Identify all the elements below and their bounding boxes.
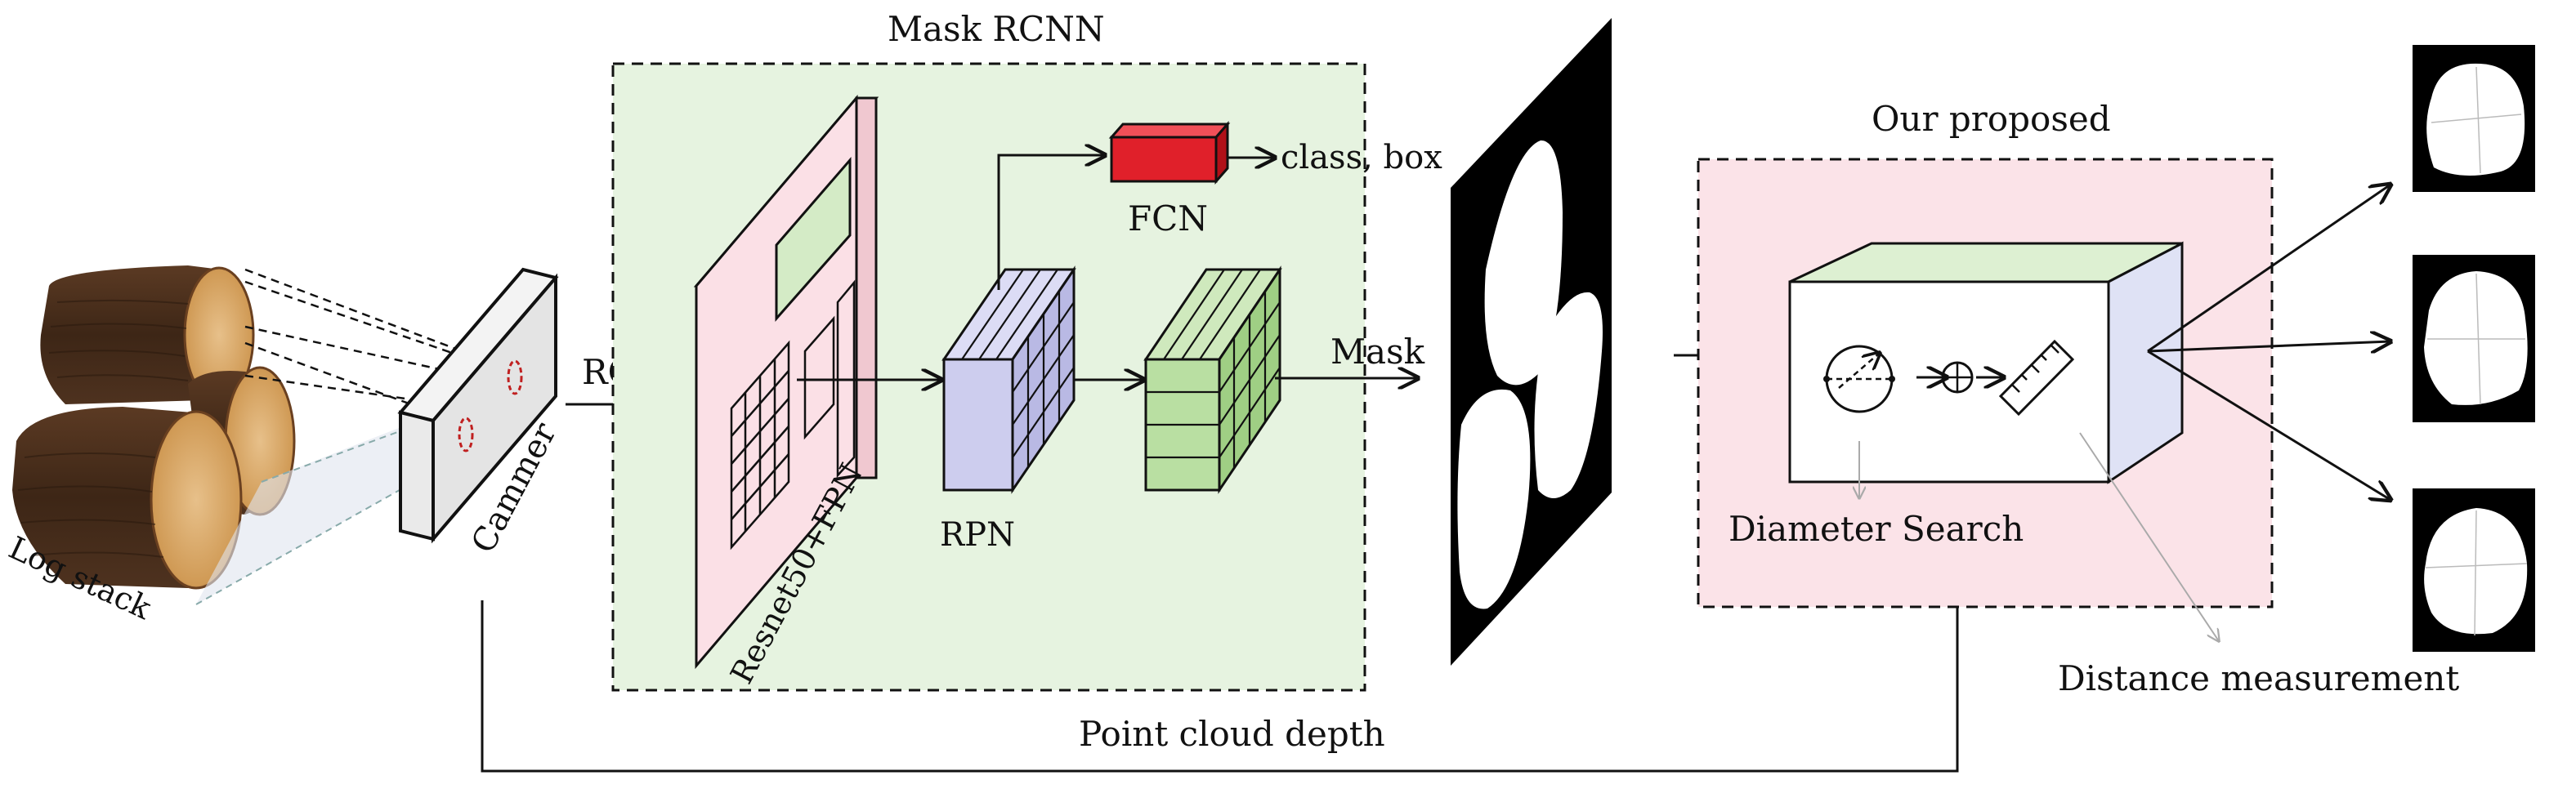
point-cloud-depth-label: Point cloud depth <box>1079 714 1385 754</box>
mask-label: Mask <box>1330 332 1425 372</box>
rpn-label: RPN <box>940 516 1015 554</box>
log-stack-image <box>12 265 296 590</box>
mask-rcnn-title: Mask RCNN <box>888 9 1105 49</box>
proposed-box <box>1788 241 2184 484</box>
backbone-resnet50-fpn <box>693 94 879 670</box>
crosshair-icon <box>1941 361 1974 394</box>
output-thumbnail <box>2413 488 2535 652</box>
rpn-block <box>941 265 1076 494</box>
output-thumbnail <box>2413 255 2535 422</box>
diameter-search-label: Diameter Search <box>1729 509 2024 549</box>
segmentation-mask-image <box>1451 18 1612 666</box>
mask-head-block <box>1143 265 1282 494</box>
fcn-label: FCN <box>1128 198 1208 238</box>
class-box-label: class, box <box>1281 139 1442 176</box>
fcn-block <box>1108 121 1231 185</box>
circle-diameter-icon <box>1823 345 1895 413</box>
output-arrows <box>2147 185 2390 500</box>
output-thumbnail <box>2413 45 2535 192</box>
ruler-icon <box>1998 339 2075 417</box>
distance-measurement-label: Distance measurement <box>2058 658 2459 698</box>
proposed-title: Our proposed <box>1872 99 2111 139</box>
camera-icon <box>397 267 559 544</box>
rpn-to-fcn-arrow <box>997 155 1105 290</box>
